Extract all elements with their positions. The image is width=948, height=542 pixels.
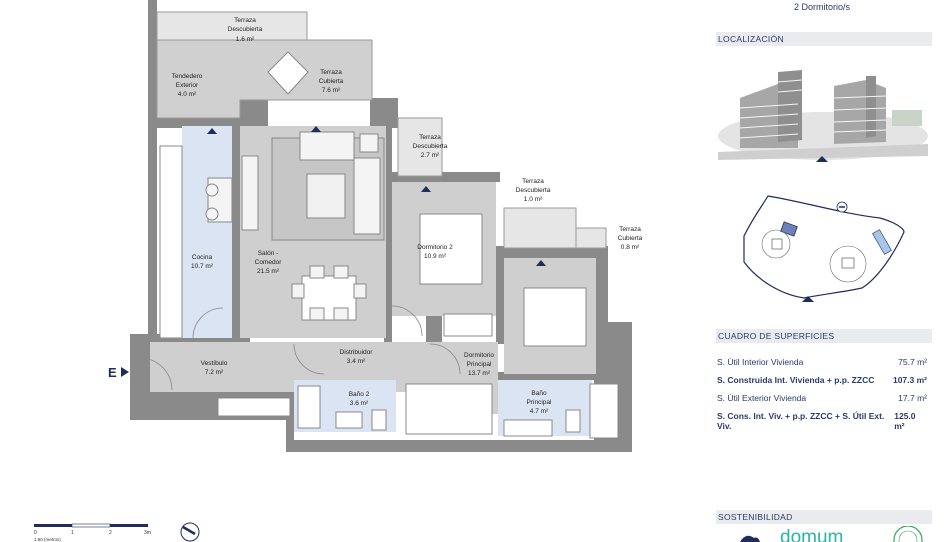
terraza-cubierta-2 [575, 227, 607, 249]
terraza-cubierta-1 [156, 39, 373, 119]
scale-bar: 0 1 2 3m 1:60 (metros) [34, 523, 151, 542]
floor-plan: Terraza Descubierta 1.6 m² Tendedero Ext… [34, 0, 643, 542]
surface-row: S. Cons. Int. Viv. + p.p. ZZCC + S. Útil… [717, 411, 927, 431]
area-bano-principal: 4.7 m² [530, 408, 549, 415]
terraza-descubierta-2 [397, 117, 443, 177]
label-vestibulo: Vestíbulo [201, 360, 228, 367]
surface-value: 75.7 m² [898, 357, 927, 367]
domum-logo-text: domum [780, 527, 843, 542]
area-terraza-desc-1: 1.6 m² [236, 36, 255, 43]
surface-row: S. Útil Interior Vivienda 75.7 m² [717, 357, 927, 367]
area-terraza-desc-3: 1.0 m² [524, 196, 543, 203]
label-bano-principal-b: Principal [527, 399, 552, 406]
scale-tick-1: 1 [71, 530, 74, 536]
label-terraza-cub-2: Terraza [619, 226, 641, 233]
area-distribuidor: 3.4 m² [347, 358, 366, 365]
label-terraza-desc-2: Terraza [419, 134, 441, 141]
window-markers [207, 126, 546, 266]
north-compass-icon [180, 522, 200, 542]
label-terraza-cub-1: Terraza [320, 69, 342, 76]
area-bano-2: 3.6 m² [350, 400, 369, 407]
label-dormitorio-2: Dormitorio 2 [417, 244, 453, 251]
scale-tick-2: 2 [109, 530, 112, 536]
label-tendedero: Tendedero [172, 73, 203, 80]
area-vestibulo: 7.2 m² [205, 369, 224, 376]
label-bano-2: Baño 2 [349, 391, 370, 398]
label-dormitorio-principal-b: Principal [467, 361, 492, 368]
surfaces-title: CUADRO DE SUPERFICIES [716, 329, 932, 343]
area-terraza-cub-1: 7.6 m² [322, 87, 341, 94]
label-dormitorio-principal: Dormitorio [464, 352, 494, 359]
scale-tick-0: 0 [34, 530, 37, 536]
label-terraza-desc-3: Terraza [522, 178, 544, 185]
area-tendedero: 4.0 m² [178, 91, 197, 98]
label-distribuidor: Distribuidor [340, 349, 374, 356]
label-terraza-desc-1: Terraza [234, 17, 256, 24]
info-panel: 2 Dormitorio/s LOCALIZACIÓN CUADRO [712, 0, 948, 542]
door-swings [139, 305, 461, 391]
bedroom-count: 2 Dormitorio/s [794, 2, 851, 12]
building-render-image [718, 70, 928, 162]
site-location-map [743, 195, 905, 302]
entrance-label: E [108, 365, 117, 380]
area-salon: 21.5 m² [257, 268, 280, 275]
entrance-arrow-icon [121, 367, 129, 377]
label-bano-principal: Baño [531, 390, 547, 397]
area-dormitorio-principal: 13.7 m² [468, 370, 491, 377]
label-terraza-cub-1-b: Cubierta [319, 78, 344, 85]
surface-row: S. Construida Int. Vivienda + p.p. ZZCC … [717, 375, 927, 385]
surface-label: S. Construida Int. Vivienda + p.p. ZZCC [717, 375, 875, 385]
area-dormitorio-2: 10.9 m² [424, 253, 447, 260]
surface-value: 125.0 m² [894, 411, 916, 431]
sustainability-logos: domum [740, 526, 923, 542]
area-terraza-desc-2: 2.7 m² [421, 152, 440, 159]
surface-value: 107.3 m² [892, 375, 927, 385]
sustainability-title: SOSTENIBILIDAD [716, 510, 932, 524]
leaf-logo-icon [740, 535, 760, 542]
area-cocina: 10.7 m² [191, 263, 214, 270]
furniture [159, 51, 619, 439]
surface-row: S. Útil Exterior Vivienda 17.7 m² [717, 393, 927, 403]
surface-value: 17.7 m² [898, 393, 927, 403]
label-terraza-cub-2-b: Cubierta [618, 235, 643, 242]
scale-tick-3: 3m [144, 530, 151, 536]
surface-label: S. Útil Interior Vivienda [717, 357, 804, 367]
cocina-room [182, 126, 232, 338]
label-cocina: Cocina [192, 254, 213, 261]
certification-seal-icon [893, 526, 923, 542]
terraza-descubierta-3 [503, 207, 577, 249]
location-title: LOCALIZACIÓN [716, 32, 932, 46]
scale-caption: 1:60 (metros) [34, 537, 61, 542]
label-terraza-desc-1-b: Descubierta [228, 26, 263, 33]
area-terraza-cub-2: 0.8 m² [621, 244, 640, 251]
surface-label: S. Útil Exterior Vivienda [717, 393, 807, 403]
surface-label: S. Cons. Int. Viv. + p.p. ZZCC + S. Útil… [717, 411, 885, 431]
label-tendedero-b: Exterior [176, 82, 199, 89]
label-salon-b: Comedor [255, 259, 283, 266]
label-salon: Salón - [258, 250, 279, 257]
label-terraza-desc-3-b: Descubierta [516, 187, 551, 194]
label-terraza-desc-2-b: Descubierta [413, 143, 448, 150]
